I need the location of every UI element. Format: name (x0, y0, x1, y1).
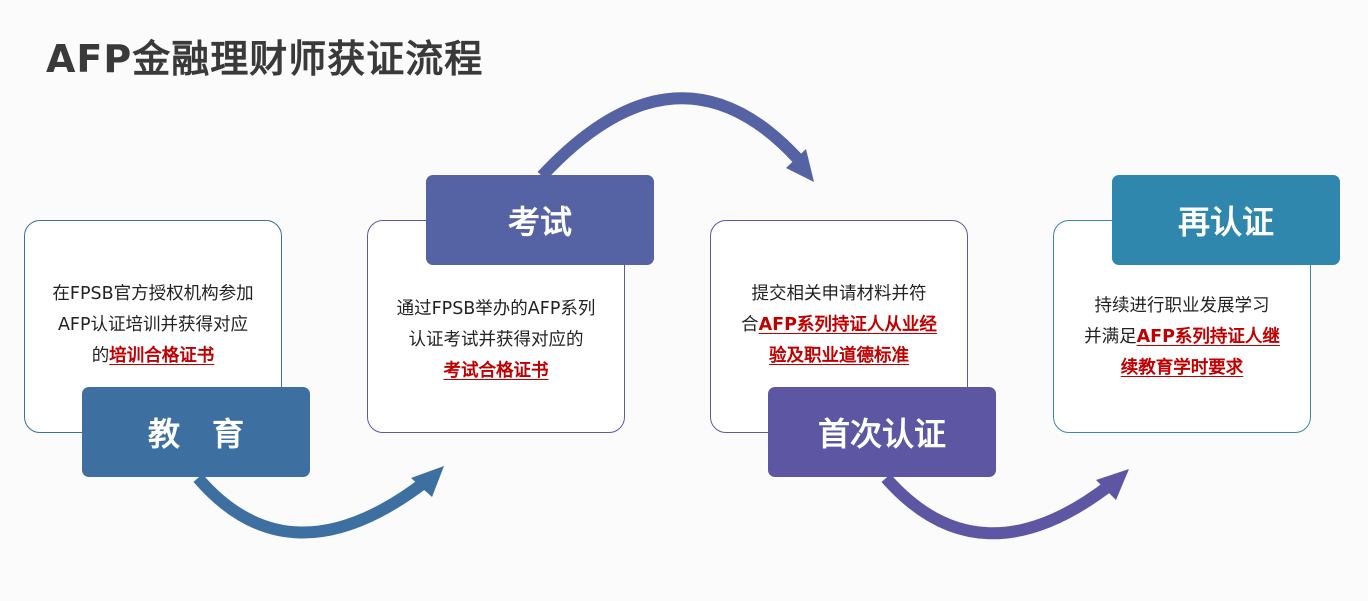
page-title: AFP金融理财师获证流程 (46, 37, 484, 81)
step-description: 在FPSB官方授权机构参加 AFP认证培训并获得对应 的培训合格证书 (25, 279, 281, 372)
description-line: 通过FPSB举办的AFP系列 (396, 299, 596, 319)
arrow-head-1 (411, 466, 444, 497)
arrow-head-3 (1096, 469, 1129, 500)
description-line: 在FPSB官方授权机构参加 (52, 284, 254, 304)
step-label-exam: 考试 (426, 175, 654, 265)
step-description: 持续进行职业发展学习 并满足AFP系列持证人继 续教育学时要求 (1054, 291, 1310, 384)
step-description: 提交相关申请材料并符 合AFP系列持证人从业经 验及职业道德标准 (711, 279, 967, 372)
description-line: 提交相关申请材料并符 (751, 284, 927, 304)
description-line: AFP认证培训并获得对应 (57, 315, 249, 335)
highlight-text: AFP系列持证人继 (1136, 327, 1280, 347)
description-line: 持续进行职业发展学习 (1094, 296, 1270, 316)
description-line-last: 的培训合格证书 (91, 346, 215, 366)
step-label-first-certification: 首次认证 (768, 387, 996, 477)
description-line-mixed: 并满足AFP系列持证人继 (1084, 327, 1280, 347)
arrow-education-to-exam (193, 474, 429, 539)
highlight-text: AFP系列持证人从业经 (758, 315, 937, 335)
description-line-mixed: 合AFP系列持证人从业经 (741, 315, 937, 335)
highlight-text: 培训合格证书 (109, 346, 215, 366)
arrow-head-2 (786, 149, 814, 182)
highlight-text: 续教育学时要求 (1120, 358, 1244, 378)
step-description: 通过FPSB举办的AFP系列 认证考试并获得对应的 考试合格证书 (368, 294, 624, 387)
arrow-exam-to-first-cert (537, 92, 802, 181)
description-line: 认证考试并获得对应的 (408, 330, 584, 350)
description-line-last: 考试合格证书 (368, 356, 624, 387)
highlight-text: 验及职业道德标准 (769, 346, 909, 366)
arrow-first-cert-to-recert (881, 474, 1114, 540)
step-label-recertification: 再认证 (1112, 175, 1340, 265)
step-label-education: 教 育 (82, 387, 310, 477)
highlight-text: 考试合格证书 (443, 361, 549, 381)
